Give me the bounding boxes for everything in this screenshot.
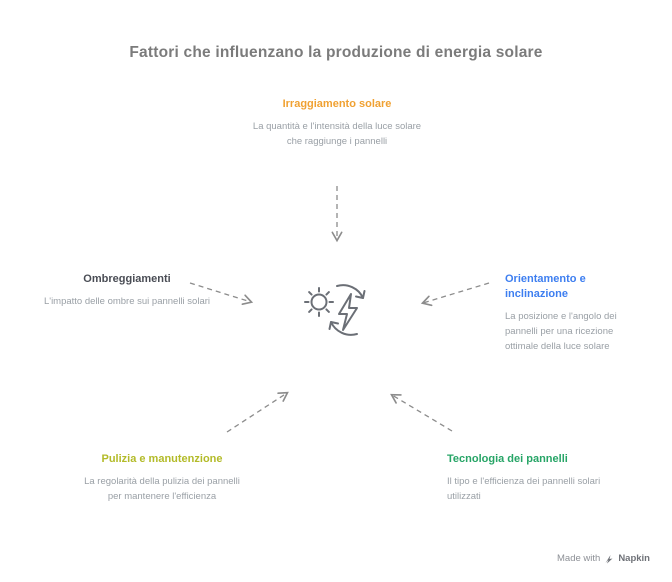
arrow-right-to-center — [420, 282, 490, 307]
lightning-bolt-icon — [338, 293, 358, 331]
made-with-napkin[interactable]: Made with Napkin — [557, 553, 650, 564]
solar-energy-cycle-icon — [304, 284, 366, 336]
diagram-title: Fattori che influenzano la produzione di… — [129, 44, 543, 61]
factor-label: Irraggiamento solare — [282, 98, 392, 110]
cycle-arrows-icon — [328, 284, 366, 336]
factor-description: La posizione e l'angolo dei pannelli per… — [505, 310, 617, 353]
factor-orientamento-inclinazione: Orientamento e inclinazione La posizione… — [505, 272, 640, 354]
factor-description: La regolarità della pulizia dei pannelli… — [84, 475, 240, 503]
factor-description: L'impatto delle ombre sui pannelli solar… — [43, 295, 211, 307]
arrow-bottomright-to-center — [390, 393, 453, 432]
factor-label: Tecnologia dei pannelli — [447, 453, 568, 465]
factor-description: La quantità e l'intensità della luce sol… — [252, 120, 422, 148]
arrow-left-to-center — [189, 282, 254, 306]
factor-label: Orientamento e inclinazione — [505, 273, 586, 300]
napkin-logo-icon — [605, 554, 613, 563]
sun-icon — [304, 287, 334, 317]
factor-ombreggiamenti: Ombreggiamenti L'impatto delle ombre sui… — [42, 272, 212, 309]
factor-tecnologia-pannelli: Tecnologia dei pannelli Il tipo e l'effi… — [447, 452, 627, 504]
factor-pulizia-manutenzione: Pulizia e manutenzione La regolarità del… — [77, 452, 247, 504]
factor-description: Il tipo e l'efficienza dei pannelli sola… — [447, 475, 601, 503]
factor-label: Pulizia e manutenzione — [101, 453, 223, 465]
factor-irraggiamento-solare: Irraggiamento solare La quantità e l'int… — [252, 97, 422, 149]
arrow-bottomleft-to-center — [226, 391, 289, 433]
factor-label: Ombreggiamenti — [83, 273, 171, 285]
napkin-brand-text: Napkin — [618, 553, 650, 564]
made-with-text: Made with — [557, 553, 601, 564]
